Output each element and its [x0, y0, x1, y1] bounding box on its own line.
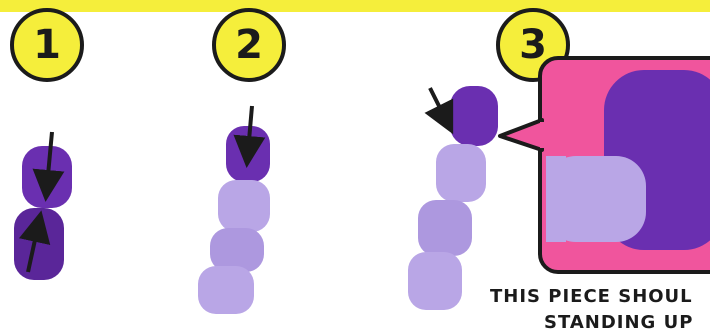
- zoom-callout: [500, 58, 710, 272]
- illustration: [0, 0, 710, 329]
- down-arrow-icon: [430, 88, 446, 120]
- step-3-pieces: [408, 86, 498, 310]
- foam-piece: [14, 208, 64, 280]
- caption-line-1: THIS PIECE SHOUL: [490, 286, 693, 307]
- step-2-pieces: [198, 106, 270, 314]
- foam-piece: [210, 228, 264, 272]
- foam-piece: [450, 86, 498, 146]
- step-1-pieces: [14, 132, 72, 280]
- foam-piece: [218, 180, 270, 232]
- foam-piece: [408, 252, 462, 310]
- foam-piece: [436, 144, 486, 202]
- foam-piece: [418, 200, 472, 256]
- instruction-caption: THIS PIECE SHOUL STANDING UP: [490, 284, 710, 336]
- foam-piece: [198, 266, 254, 314]
- caption-line-2: STANDING UP: [490, 310, 710, 336]
